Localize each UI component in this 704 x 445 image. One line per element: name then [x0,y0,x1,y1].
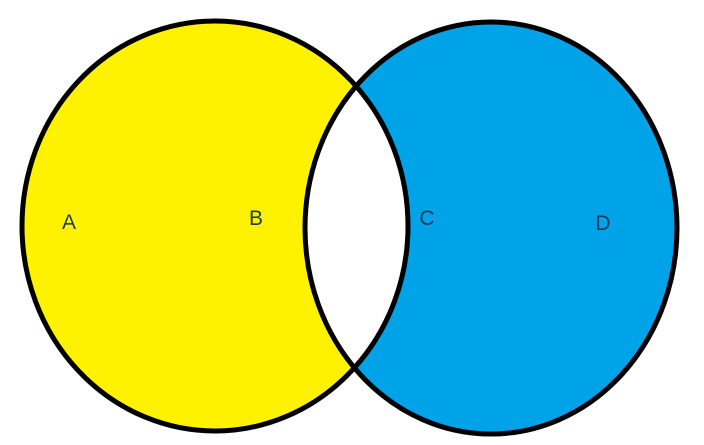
left-set-region [22,21,408,431]
label-c: C [419,207,434,230]
left-set-outline [19,18,411,434]
right-set-region [305,22,677,434]
label-a: A [62,211,76,234]
label-b: B [249,207,263,230]
label-d: D [595,212,610,235]
right-set-outline [302,19,680,437]
